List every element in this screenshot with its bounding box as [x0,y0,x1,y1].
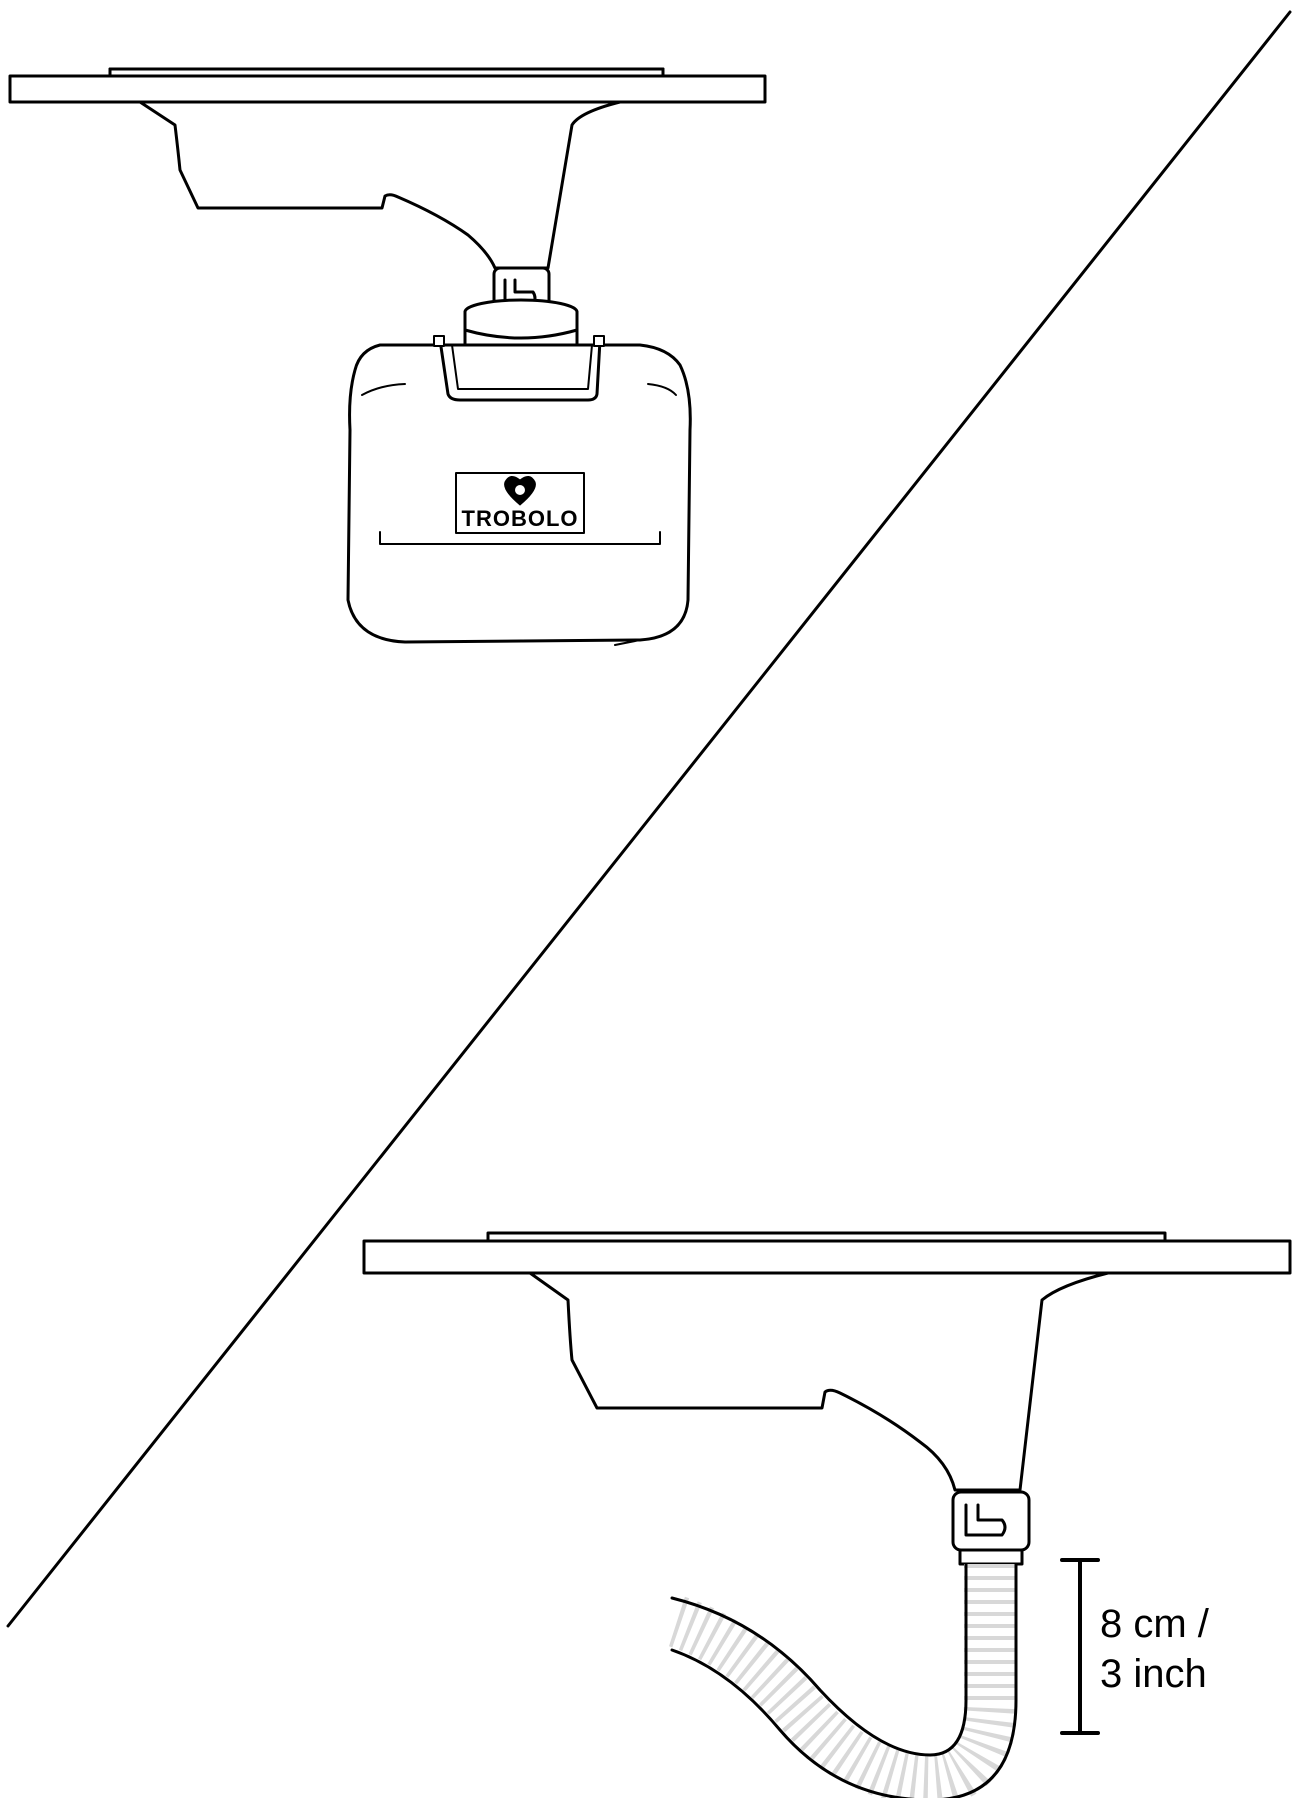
measurement-label-line1: 8 cm / [1100,1602,1210,1646]
handle-pin-left [433,335,445,347]
measurement-label-line2: 3 inch [1100,1652,1207,1696]
hose-edge-outer [670,1562,1018,1798]
globe-heart-icon [504,476,536,506]
hose-edge-inner [670,1562,968,1757]
bottom-scene: 8 cm / 3 inch [362,1231,1292,1798]
brand-logo-text: TROBOLO [462,506,579,531]
drain-hose [664,1562,1018,1798]
handle-pin-right [593,335,605,347]
seat-plate-top [8,74,767,104]
measurement-marker [1060,1558,1100,1735]
canister-seam [379,531,661,545]
seat-plate-lip-bottom [486,1231,1167,1243]
top-scene: TROBOLO [8,67,767,646]
canister-foot-right [614,639,641,646]
canister-edge-right [647,383,677,396]
carry-handle-inner [451,344,593,390]
diagonal-divider [6,10,1292,1628]
hose-collar [958,1548,1024,1566]
seat-plate-bottom [362,1239,1292,1275]
brand-label: TROBOLO [455,472,585,534]
clip-latch-bottom [964,1503,1007,1537]
canister-edge-left [361,383,406,396]
hose-ribs [664,1564,1016,1798]
canister-neck-ring [463,328,579,340]
separator-body-bottom [528,1271,1110,1492]
carry-handle [438,338,602,402]
separator-body-top [138,100,622,270]
